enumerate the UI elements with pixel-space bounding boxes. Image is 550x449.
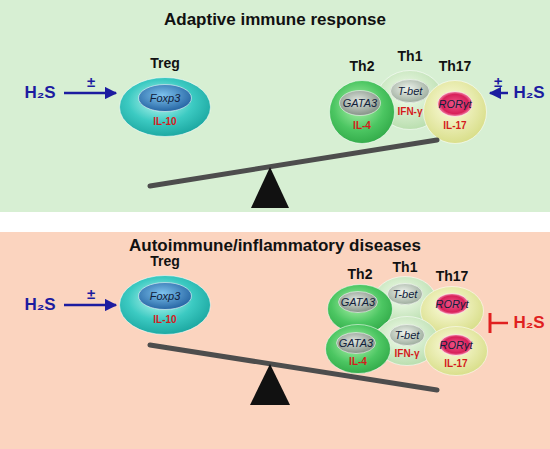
ellipse-fill (120, 276, 211, 335)
panel-title: Autoimmune/inflammatory diseases (0, 236, 550, 256)
transcription-factor: GATA3 (338, 291, 378, 313)
cytokine-label: IL-10 (119, 116, 211, 128)
transcription-factor: T-bet (387, 283, 423, 305)
nucleus-ellipse: GATA3 (338, 291, 378, 313)
ellipse-fill (440, 335, 473, 356)
ellipse-fill (340, 91, 381, 116)
nucleus-ellipse: RORγt (435, 293, 469, 315)
cytokine-label: IL-4 (329, 120, 395, 132)
effect-sign: ± (87, 73, 95, 90)
cell-name: Treg (130, 253, 200, 269)
ellipse-fill (330, 81, 395, 144)
nucleus-ellipse: Foxp3 (138, 282, 192, 310)
transcription-factor: GATA3 (339, 90, 381, 116)
transcription-factor: T-bet (389, 324, 425, 346)
effect-sign: ± (87, 285, 95, 302)
molecule-label: H₂S (24, 83, 55, 103)
transcription-factor: Foxp3 (138, 282, 192, 310)
ellipse-fill (388, 284, 423, 305)
panel-band: Foxp3TregIL-10GATA3Th2IL-4T-betTh1IFN-γR… (0, 0, 550, 212)
nucleus-ellipse: RORγt (437, 91, 473, 117)
cell-ellipse: RORγtTh17IL-17 (423, 80, 487, 144)
ellipse-fill (339, 292, 378, 313)
cell-ellipse: Foxp3TregIL-10 (119, 275, 211, 335)
ellipse-fill (438, 92, 473, 117)
ellipse-fill (436, 294, 469, 315)
cell-name: Th1 (375, 48, 445, 64)
molecule-label: H₂S (513, 83, 544, 103)
ellipse-fill (391, 80, 430, 103)
nucleus-ellipse: T-bet (387, 283, 423, 305)
nucleus-ellipse: Foxp3 (138, 84, 192, 112)
cell-name: Th2 (327, 58, 397, 74)
ellipse-fill (425, 327, 488, 376)
nucleus-ellipse: GATA3 (336, 332, 376, 354)
nucleus-ellipse: GATA3 (339, 90, 381, 116)
cell-ellipse: GATA3IL-4 (325, 324, 391, 374)
ellipse-fill (424, 81, 487, 144)
cytokine-label: IL-4 (325, 356, 391, 368)
ellipse-fill (120, 78, 211, 137)
panel-title: Adaptive immune response (0, 10, 550, 30)
molecule-label: H₂S (513, 313, 544, 333)
ellipse-fill (139, 85, 192, 112)
panel-band: Foxp3TregIL-10GATA3Th2T-betTh1RORγtTh17G… (0, 232, 550, 449)
cell-ellipse: RORγtIL-17 (424, 326, 488, 376)
cytokine-label: IL-17 (423, 120, 487, 132)
ellipse-fill (326, 325, 391, 374)
ellipse-fill (139, 283, 192, 310)
transcription-factor: Foxp3 (138, 84, 192, 112)
cell-name: Th1 (370, 259, 440, 275)
cytokine-label: IL-17 (424, 358, 488, 370)
transcription-factor: T-bet (390, 79, 430, 103)
ellipse-fill (390, 325, 425, 346)
transcription-factor: RORγt (437, 91, 473, 117)
cell-name: Th2 (325, 266, 395, 282)
cell-ellipse: GATA3Th2IL-4 (329, 80, 395, 144)
molecule-label: H₂S (24, 295, 55, 315)
transcription-factor: RORγt (435, 293, 469, 315)
nucleus-ellipse: T-bet (390, 79, 430, 103)
cell-name: Th17 (417, 268, 487, 284)
cytokine-label: IL-10 (119, 314, 211, 326)
effect-sign: ± (494, 73, 502, 90)
cell-name: Th17 (420, 58, 490, 74)
nucleus-ellipse: RORγt (439, 334, 473, 356)
transcription-factor: RORγt (439, 334, 473, 356)
transcription-factor: GATA3 (336, 332, 376, 354)
cell-ellipse: Foxp3TregIL-10 (119, 77, 211, 137)
ellipse-fill (337, 333, 376, 354)
cell-name: Treg (130, 55, 200, 71)
nucleus-ellipse: T-bet (389, 324, 425, 346)
